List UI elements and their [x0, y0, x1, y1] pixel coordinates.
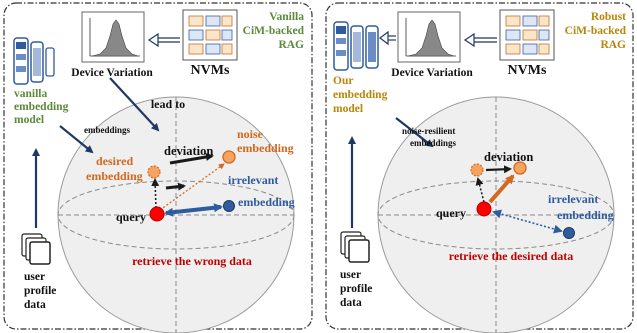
left-desired-line-1: desired	[96, 154, 133, 168]
left-user-profile-icon	[21, 233, 51, 265]
right-embeddings-line-1: noise-resilient	[402, 126, 455, 136]
left-nvms-label: NVMs	[191, 63, 230, 78]
left-device-variation-label: Device Variation	[71, 67, 153, 79]
right-deviation-arrow	[485, 165, 512, 174]
right-query-dot	[476, 201, 492, 217]
left-histogram-icon	[81, 11, 145, 63]
right-user-line-1: user	[340, 269, 361, 281]
left-embeddings-arrow	[59, 125, 94, 154]
right-irrelevant-line-1: irrelevant	[548, 192, 598, 206]
right-irrelevant-line-2: embedding	[557, 208, 614, 222]
left-query-label: query	[116, 210, 146, 224]
right-histogram-icon	[397, 11, 461, 63]
right-variation-to-model-arrow	[379, 30, 396, 46]
left-panel: Vanilla CiM-backed RAG Device Variation …	[3, 2, 313, 333]
left-deviation-label: deviation	[164, 144, 213, 158]
right-user-line-2: profile	[340, 283, 372, 295]
left-noise-dot	[222, 150, 236, 164]
left-user-line-1: user	[24, 271, 45, 283]
left-panel-border	[3, 2, 313, 330]
right-nvm-to-variation-arrow	[463, 32, 497, 48]
left-embedding-model-icon	[13, 37, 55, 85]
left-irrelevant-line-2: embedding	[238, 195, 295, 209]
right-title-line-2: CiM-backed	[565, 25, 627, 37]
left-lead-to-label: lead to	[151, 97, 185, 111]
right-query-noise-arrow	[488, 174, 515, 204]
right-nvms-label: NVMs	[508, 63, 547, 78]
left-retrieve-label: retrieve the wrong data	[132, 254, 252, 268]
left-user-line-3: data	[24, 299, 46, 311]
left-user-line-2: profile	[24, 285, 56, 297]
left-model-line-1: vanilla	[14, 88, 47, 100]
left-model-line-3: model	[14, 114, 44, 126]
left-lead-to-arrow	[109, 77, 160, 132]
right-device-variation-label: Device Variation	[391, 67, 473, 79]
left-query-irrelevant-arrow	[164, 203, 223, 217]
right-panel: Robust CiM-backed RAG Device Variation N…	[325, 2, 634, 333]
left-shift-arrow-1	[165, 182, 186, 191]
left-nvm-chip-icon	[182, 9, 238, 61]
right-model-line-2: embedding	[333, 89, 388, 101]
right-nvm-chip-icon	[499, 9, 555, 61]
right-model-line-1: Our	[333, 75, 353, 87]
right-deviation-label: deviation	[484, 150, 533, 164]
right-user-profile-icon	[340, 231, 370, 263]
left-desired-line-2: embedding	[86, 169, 143, 183]
left-irrelevant-line-1: irrelevant	[228, 173, 278, 187]
left-title-line-2: CiM-backed	[243, 25, 305, 37]
left-noise-line-2: embedding	[237, 141, 294, 155]
right-retrieve-label: retrieve the desired data	[449, 249, 574, 263]
right-title-line-3: RAG	[600, 39, 626, 51]
left-nvm-to-variation-arrow	[147, 32, 180, 48]
right-embeddings-arrow	[395, 117, 434, 148]
left-title-line-1: Vanilla	[269, 11, 304, 23]
left-noise-line-1: noise	[237, 127, 264, 141]
left-query-dot	[149, 206, 165, 222]
right-user-line-3: data	[340, 297, 362, 309]
right-embeddings-line-2: embeddings	[410, 138, 457, 148]
right-query-label: query	[436, 206, 466, 220]
left-model-line-2: embedding	[14, 101, 69, 113]
left-deviation-arrow	[169, 153, 214, 165]
right-model-line-3: model	[333, 103, 363, 115]
left-embeddings-label: embeddings	[84, 125, 131, 135]
right-noise-dot	[513, 161, 527, 175]
right-desired-dot	[470, 163, 484, 177]
right-title-line-1: Robust	[591, 11, 626, 23]
left-irrelevant-dot	[223, 200, 235, 212]
left-title-line-3: RAG	[278, 39, 304, 51]
left-desired-dot	[147, 165, 161, 179]
right-irrelevant-dot	[563, 227, 575, 239]
left-query-desired-link	[151, 178, 160, 209]
left-query-noise-link	[159, 163, 225, 211]
right-embedding-model-icon	[333, 21, 379, 71]
